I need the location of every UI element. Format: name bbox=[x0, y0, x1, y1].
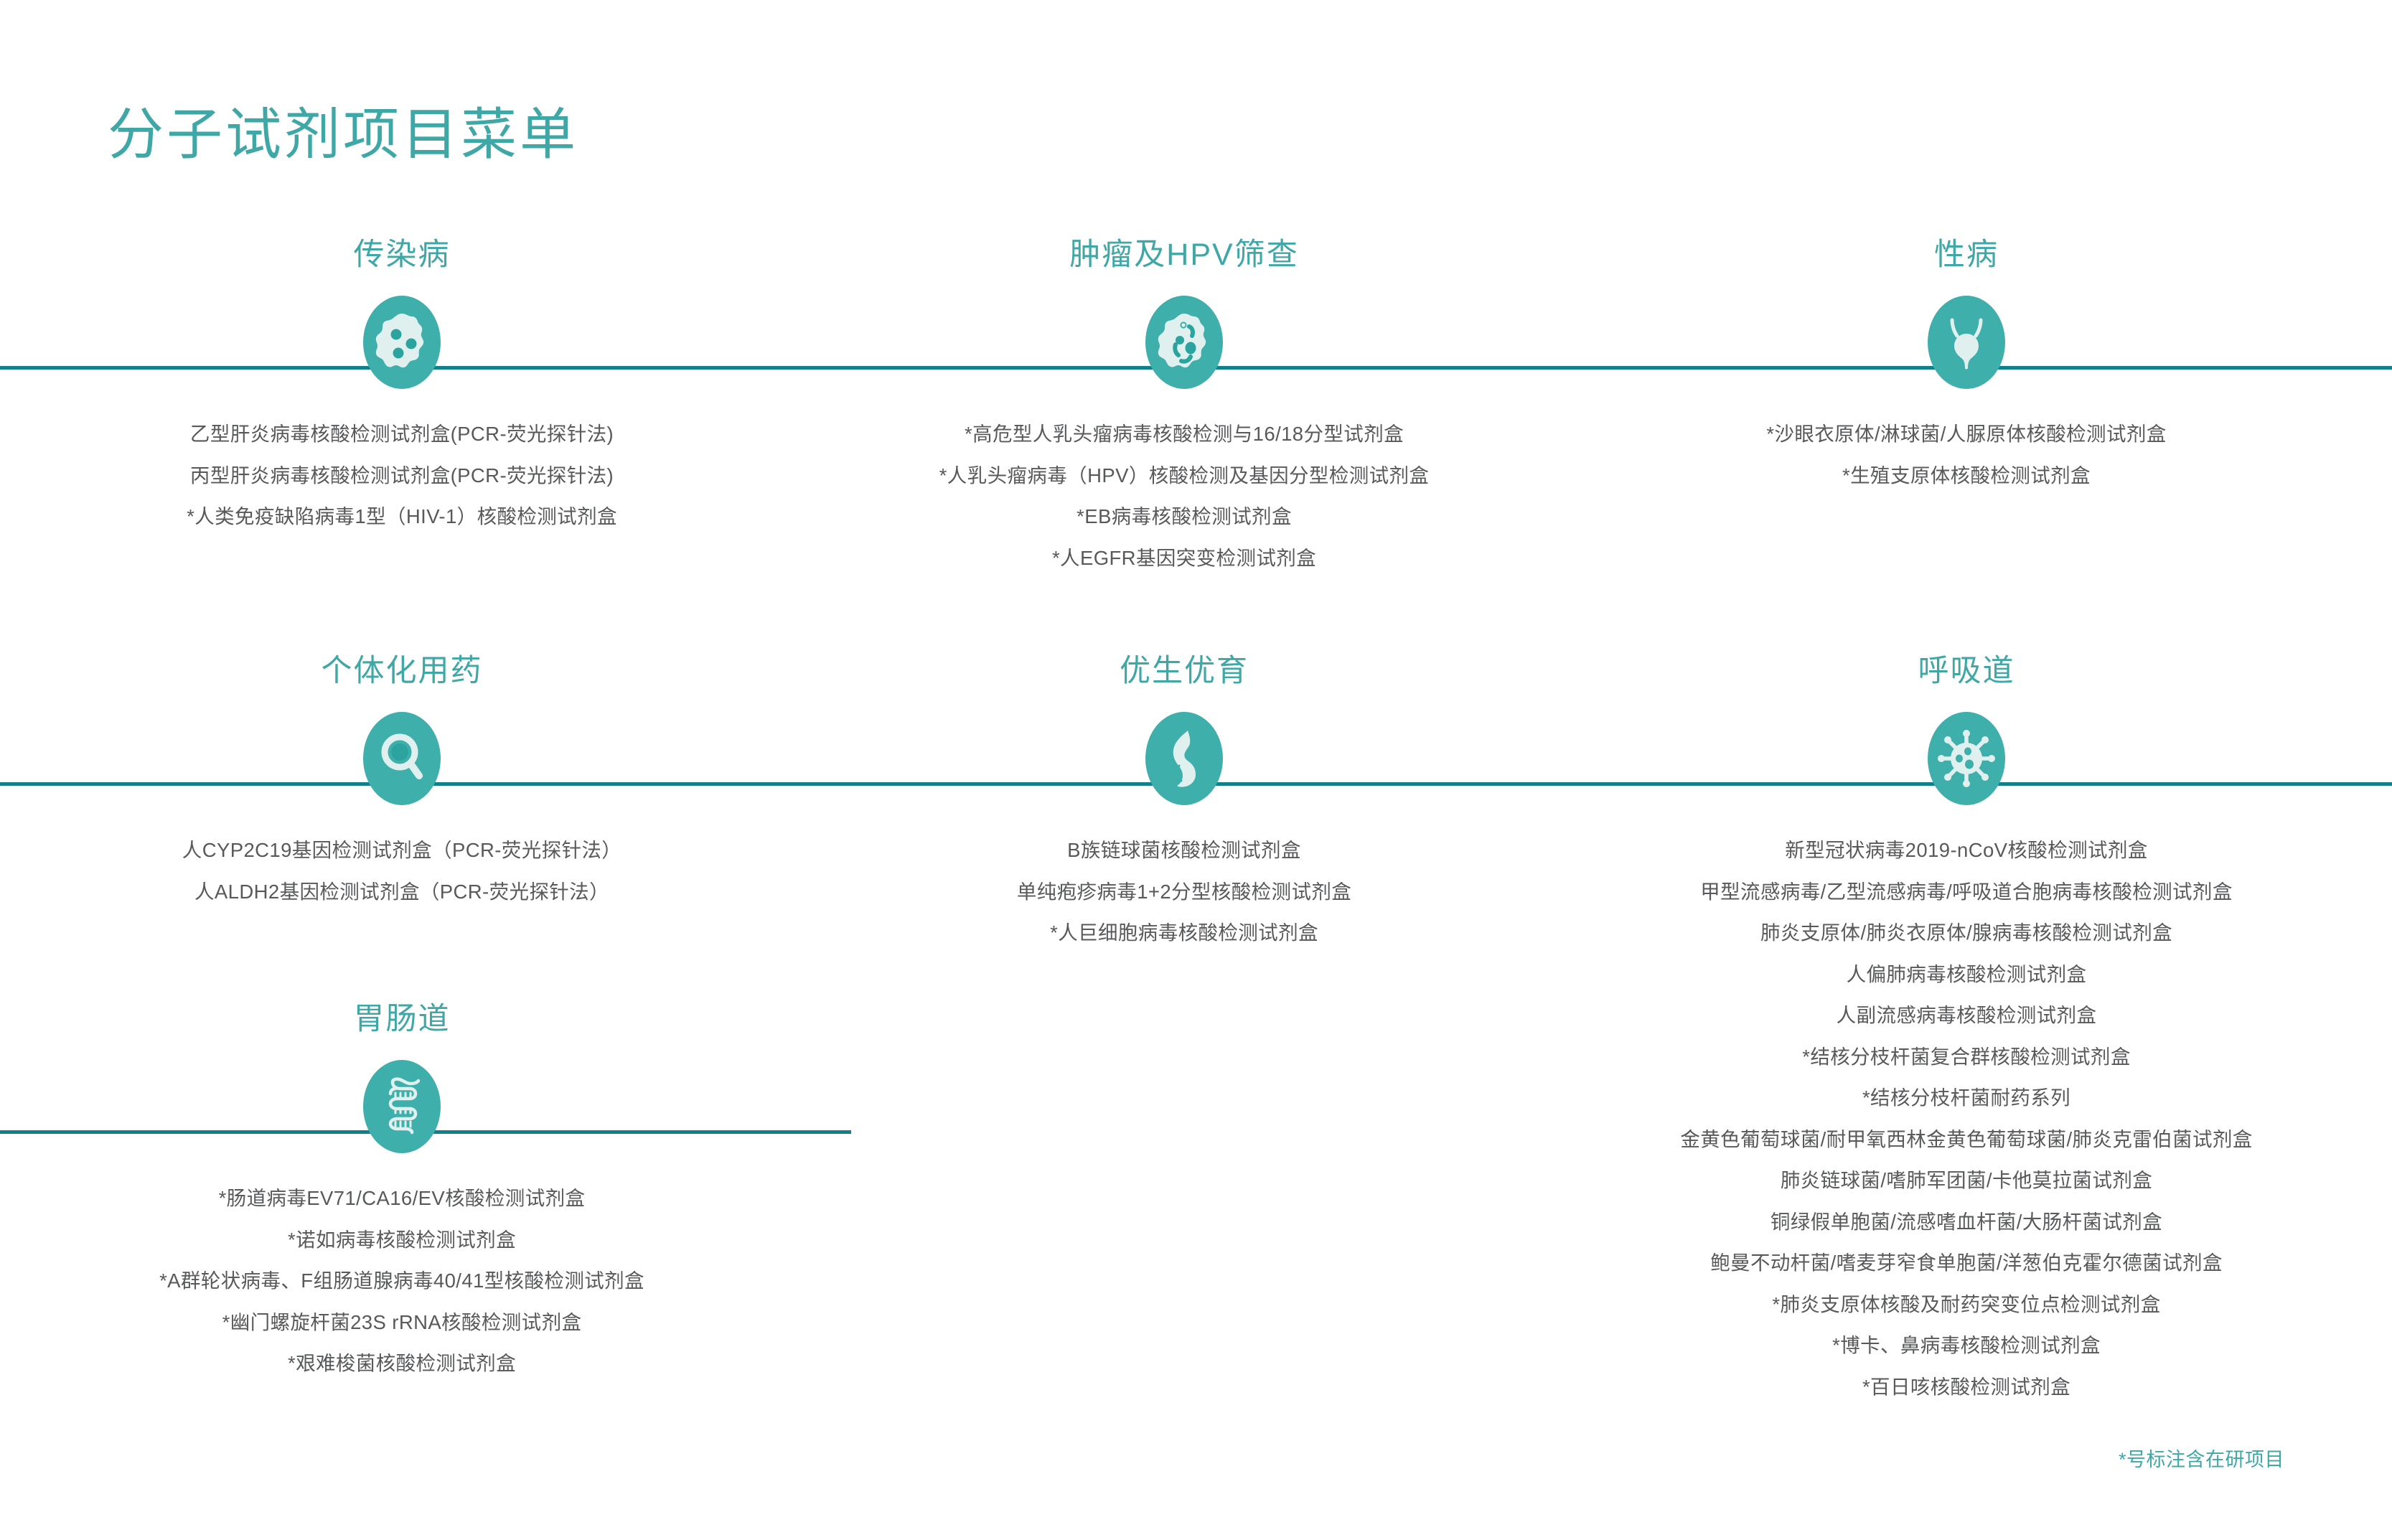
list-item: 新型冠状病毒2019-nCoV核酸检测试剂盒 bbox=[1785, 839, 2148, 861]
icon-wrap bbox=[1928, 712, 2005, 805]
list-item: *幽门螺旋杆菌23S rRNA核酸检测试剂盒 bbox=[222, 1310, 582, 1333]
section-prenatal-care: 优生优育 B族链球菌核酸检测试剂盒 单纯疱疹病毒1+2分型核酸检测试剂盒 *人巨… bbox=[789, 653, 1579, 954]
list-item: *百日咳核酸检测试剂盒 bbox=[1862, 1375, 2071, 1398]
list-item: *结核分枝杆菌复合群核酸检测试剂盒 bbox=[1802, 1045, 2131, 1068]
list-item: *艰难梭菌核酸检测试剂盒 bbox=[287, 1352, 516, 1374]
item-list: 人CYP2C19基因检测试剂盒（PCR-荧光探针法） 人ALDH2基因检测试剂盒… bbox=[22, 830, 782, 912]
section-gastrointestinal: 胃肠道 bbox=[22, 1001, 782, 1384]
list-item: *A群轮状病毒、F组肠道腺病毒40/41型核酸检测试剂盒 bbox=[159, 1269, 644, 1292]
intestine-icon bbox=[363, 1060, 441, 1153]
page-title: 分子试剂项目菜单 bbox=[108, 103, 579, 166]
list-item: *EB病毒核酸检测试剂盒 bbox=[1077, 505, 1292, 527]
section-title: 肿瘤及HPV筛查 bbox=[1069, 238, 1299, 272]
list-item: *人EGFR基因突变检测试剂盒 bbox=[1051, 546, 1317, 569]
section-title: 性病 bbox=[1934, 238, 1999, 272]
item-list: 乙型肝炎病毒核酸检测试剂盒(PCR-荧光探针法) 丙型肝炎病毒核酸检测试剂盒(P… bbox=[22, 413, 782, 537]
list-item: 肺炎支原体/肺炎衣原体/腺病毒核酸检测试剂盒 bbox=[1760, 921, 2173, 944]
list-item: 肺炎链球菌/嗜肺军团菌/卡他莫拉菌试剂盒 bbox=[1780, 1169, 2153, 1191]
section-title: 优生优育 bbox=[1120, 654, 1249, 688]
section-title: 呼吸道 bbox=[1918, 654, 2015, 688]
list-item: 鲍曼不动杆菌/嗜麦芽窄食单胞菌/洋葱伯克霍尔德菌试剂盒 bbox=[1710, 1252, 2223, 1274]
list-item: *人乳头瘤病毒（HPV）核酸检测及基因分型检测试剂盒 bbox=[939, 464, 1430, 487]
list-item: 单纯疱疹病毒1+2分型核酸检测试剂盒 bbox=[1016, 880, 1352, 903]
section-title: 胃肠道 bbox=[353, 1002, 451, 1036]
list-item: *结核分枝杆菌耐药系列 bbox=[1862, 1086, 2071, 1109]
list-item: 金黄色葡萄球菌/耐甲氧西林金黄色葡萄球菌/肺炎克雷伯菌试剂盒 bbox=[1680, 1127, 2253, 1150]
list-item: 甲型流感病毒/乙型流感病毒/呼吸道合胞病毒核酸检测试剂盒 bbox=[1700, 880, 2233, 903]
list-item: 铜绿假单胞菌/流感嗜血杆菌/大肠杆菌试剂盒 bbox=[1770, 1210, 2163, 1233]
section-std: 性病 *沙眼衣原体/淋球菌/人脲原体核酸检测试剂盒 *生殖支原体核酸检测试剂盒 bbox=[1565, 237, 2368, 496]
icon-wrap bbox=[363, 712, 441, 805]
list-item: *生殖支原体核酸检测试剂盒 bbox=[1842, 464, 2091, 487]
item-list: *肠道病毒EV71/CA16/EV核酸检测试剂盒 *诺如病毒核酸检测试剂盒 *A… bbox=[22, 1178, 782, 1384]
magnifier-icon bbox=[363, 712, 441, 805]
germ-cell-icon bbox=[363, 296, 441, 389]
icon-wrap bbox=[1928, 296, 2005, 389]
list-item: *博卡、鼻病毒核酸检测试剂盒 bbox=[1832, 1334, 2101, 1356]
list-item: *高危型人乳头瘤病毒核酸检测与16/18分型试剂盒 bbox=[964, 423, 1404, 445]
footer-note: *号标注含在研项目 bbox=[2118, 1449, 2284, 1470]
section-title: 个体化用药 bbox=[321, 654, 483, 688]
icon-wrap bbox=[363, 1060, 441, 1153]
list-item: *人类免疫缺陷病毒1型（HIV-1）核酸检测试剂盒 bbox=[187, 505, 617, 527]
icon-wrap bbox=[1145, 712, 1223, 805]
list-item: *沙眼衣原体/淋球菌/人脲原体核酸检测试剂盒 bbox=[1766, 423, 2167, 445]
list-item: *人巨细胞病毒核酸检测试剂盒 bbox=[1050, 921, 1318, 944]
item-list: *高危型人乳头瘤病毒核酸检测与16/18分型试剂盒 *人乳头瘤病毒（HPV）核酸… bbox=[789, 413, 1579, 578]
section-tumor-hpv-screening: 肿瘤及HPV筛查 *高危型人乳头瘤病毒核酸检测与16/18分型试剂盒 *人乳头瘤… bbox=[789, 237, 1579, 578]
list-item: B族链球菌核酸检测试剂盒 bbox=[1067, 839, 1301, 861]
section-infectious-disease: 传染病 乙型肝炎病毒核酸检测试剂盒(PCR-荧光探针法) 丙型肝炎病毒核酸检测试… bbox=[22, 237, 782, 537]
section-respiratory: 呼吸道 bbox=[1565, 653, 2368, 1407]
icon-wrap bbox=[363, 296, 441, 389]
list-item: 乙型肝炎病毒核酸检测试剂盒(PCR-荧光探针法) bbox=[189, 423, 614, 445]
section-personalized-medication: 个体化用药 人CYP2C19基因检测试剂盒（PCR-荧光探针法） 人ALDH2基… bbox=[22, 653, 782, 912]
pregnant-woman-icon bbox=[1145, 712, 1223, 805]
item-list: B族链球菌核酸检测试剂盒 单纯疱疹病毒1+2分型核酸检测试剂盒 *人巨细胞病毒核… bbox=[789, 830, 1579, 954]
icon-wrap bbox=[1145, 296, 1223, 389]
section-title: 传染病 bbox=[353, 238, 451, 272]
list-item: 人偏肺病毒核酸检测试剂盒 bbox=[1846, 962, 2087, 985]
list-item: *肺炎支原体核酸及耐药突变位点检测试剂盒 bbox=[1772, 1292, 2161, 1315]
bladder-icon bbox=[1928, 296, 2005, 389]
list-item: *诺如病毒核酸检测试剂盒 bbox=[287, 1228, 516, 1251]
list-item: *肠道病毒EV71/CA16/EV核酸检测试剂盒 bbox=[218, 1187, 586, 1209]
list-item: 丙型肝炎病毒核酸检测试剂盒(PCR-荧光探针法) bbox=[189, 464, 614, 487]
list-item: 人副流感病毒核酸检测试剂盒 bbox=[1836, 1004, 2097, 1026]
tumor-cell-icon bbox=[1145, 296, 1223, 389]
item-list: 新型冠状病毒2019-nCoV核酸检测试剂盒 甲型流感病毒/乙型流感病毒/呼吸道… bbox=[1565, 830, 2368, 1407]
list-item: 人CYP2C19基因检测试剂盒（PCR-荧光探针法） bbox=[182, 839, 622, 861]
coronavirus-icon bbox=[1928, 712, 2005, 805]
list-item: 人ALDH2基因检测试剂盒（PCR-荧光探针法） bbox=[194, 880, 609, 903]
item-list: *沙眼衣原体/淋球菌/人脲原体核酸检测试剂盒 *生殖支原体核酸检测试剂盒 bbox=[1565, 413, 2368, 496]
